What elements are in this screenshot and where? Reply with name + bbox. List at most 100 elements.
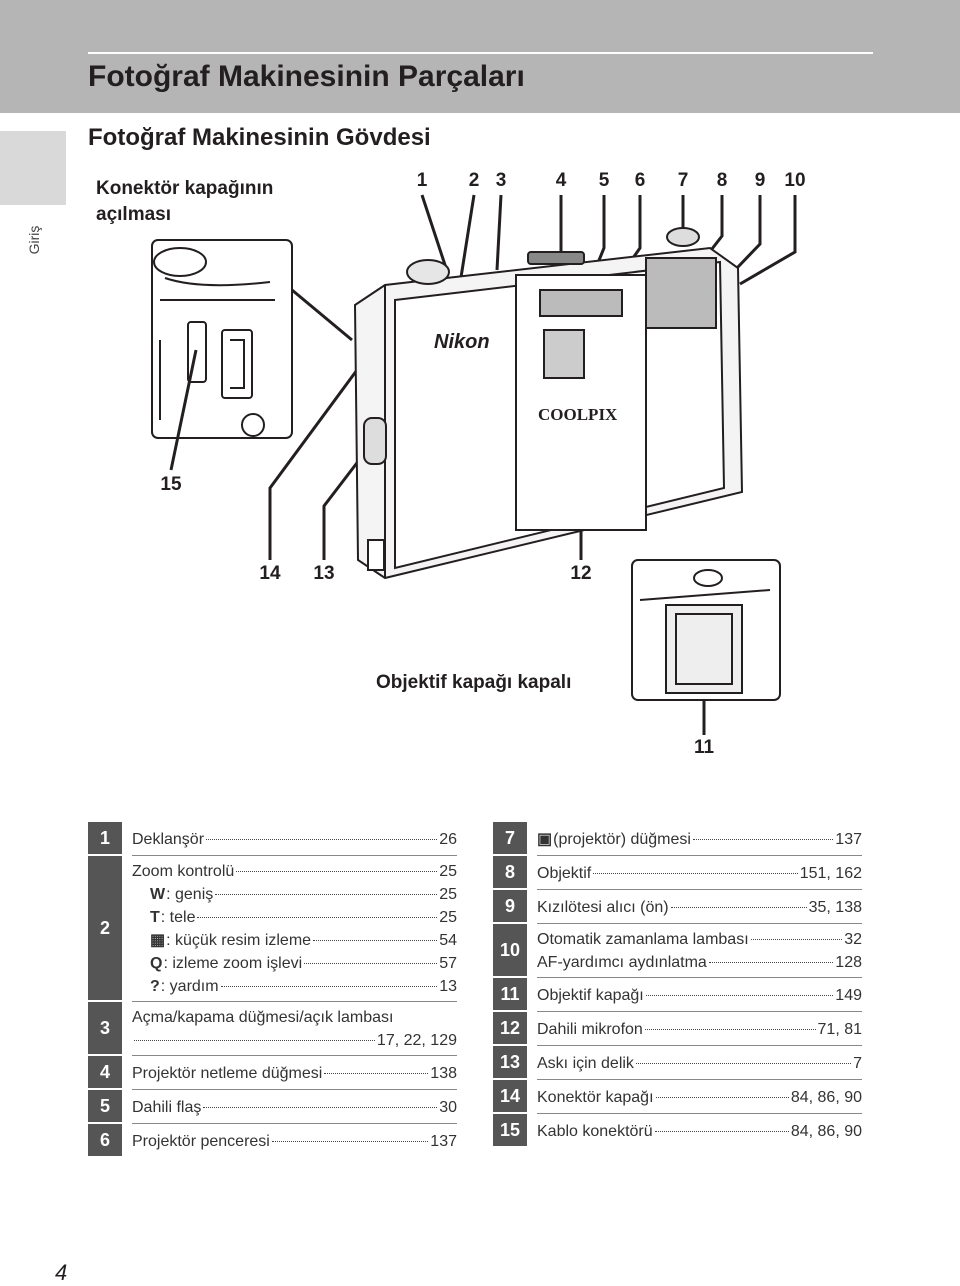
page-reference: 54 (439, 932, 457, 949)
camera-body (353, 227, 744, 580)
leader-dots (203, 1106, 438, 1108)
callout-8: 8 (716, 170, 728, 191)
brand-logo: Nikon (434, 331, 490, 353)
page-reference: 149 (835, 986, 862, 1004)
item-label: Kızılötesi alıcı (ön) (537, 898, 669, 916)
row-divider (537, 977, 862, 978)
item-line: 17, 22, 129 (132, 1029, 457, 1052)
callout-7: 7 (677, 170, 689, 191)
item-number-badge: 6 (88, 1124, 122, 1156)
mode-glyph-icon: Q (150, 955, 163, 972)
row-divider (537, 1113, 862, 1114)
mode-glyph-icon: ▦ (150, 932, 166, 949)
page-reference: 13 (439, 978, 457, 995)
item-label: Otomatik zamanlama lambası (537, 931, 749, 948)
mode-glyph-icon: ? (150, 978, 160, 995)
row-divider (537, 889, 862, 890)
header-rule (88, 52, 873, 54)
callout-12: 12 (570, 563, 592, 584)
mode-glyph-icon: W (150, 886, 166, 903)
callout-13: 13 (313, 563, 335, 584)
page-reference: 84, 86, 90 (790, 1088, 862, 1106)
item-label: : küçük resim izleme (166, 932, 312, 949)
callout-15: 15 (160, 474, 182, 495)
row-divider (132, 1001, 457, 1002)
leader-dots (206, 838, 438, 840)
callout-5: 5 (598, 170, 610, 191)
leader-dots (645, 994, 834, 996)
leader-dots (134, 1040, 375, 1041)
item-number-badge: 15 (493, 1114, 527, 1146)
item-label: Projektör penceresi (132, 1132, 270, 1150)
callout-11: 11 (693, 737, 715, 758)
item-number-badge: 1 (88, 822, 122, 854)
page-reference: 25 (439, 909, 457, 926)
item-number-badge: 9 (493, 890, 527, 922)
connector-open-caption: Konektör kapağının açılması (96, 178, 274, 225)
leader-dots (220, 986, 438, 987)
item-label: Objektif kapağı (537, 986, 644, 1004)
callout-1: 1 (416, 170, 428, 191)
leader-dots (593, 872, 798, 874)
item-label: : tele (160, 909, 196, 926)
item-number-badge: 2 (88, 856, 122, 1000)
lens-cover-caption: Objektif kapağı kapalı (376, 672, 572, 693)
leader-dots (670, 906, 807, 908)
leader-dots (271, 1140, 429, 1142)
item-line: Kızılötesi alıcı (ön) 35, 138 (537, 896, 862, 919)
item-label: (projektör) düğmesi (553, 830, 691, 848)
row-divider (537, 855, 862, 856)
row-divider (537, 1045, 862, 1046)
leader-dots (304, 963, 438, 964)
leader-dots (215, 894, 438, 895)
callout-6: 6 (634, 170, 646, 191)
item-label: Dahili mikrofon (537, 1020, 643, 1038)
item-number-badge: 7 (493, 822, 527, 854)
page-reference: 151, 162 (799, 864, 862, 882)
item-line: ?: yardım 13 (150, 975, 457, 998)
lens-cover-inset (631, 559, 781, 701)
item-number-badge: 5 (88, 1090, 122, 1122)
item-label: AF-yardımcı aydınlatma (537, 954, 707, 971)
item-line: Objektif kapağı 149 (537, 984, 862, 1007)
row-divider (132, 1055, 457, 1056)
page-title: Fotoğraf Makinesinin Parçaları (88, 60, 525, 93)
item-label: Objektif (537, 864, 592, 882)
callout-10: 10 (784, 170, 806, 191)
item-label: : izleme zoom işlevi (163, 955, 303, 972)
leader-dots (692, 838, 834, 840)
leader-dots (236, 871, 438, 872)
page-reference: 26 (439, 830, 457, 848)
row-divider (132, 1123, 457, 1124)
leader-dots (654, 1130, 789, 1132)
callout-9: 9 (754, 170, 766, 191)
page-reference: 7 (853, 1054, 862, 1072)
leader-dots (313, 940, 438, 941)
row-divider (537, 1011, 862, 1012)
leader-dots (708, 962, 834, 963)
item-label: : yardım (160, 978, 219, 995)
leader-dots (655, 1096, 789, 1098)
mode-glyph-icon: ▣ (537, 830, 553, 848)
item-line: Açma/kapama düğmesi/açık lambası (132, 1006, 457, 1029)
leader-dots (197, 917, 438, 918)
item-label: Zoom kontrolü (132, 863, 235, 880)
item-number-badge: 8 (493, 856, 527, 888)
item-label: Kablo konektörü (537, 1122, 653, 1140)
page-reference: 138 (430, 1064, 457, 1082)
item-number-badge: 13 (493, 1046, 527, 1078)
page-reference: 35, 138 (808, 898, 862, 916)
callout-14: 14 (259, 563, 281, 584)
item-number-badge: 3 (88, 1002, 122, 1054)
row-divider (132, 855, 457, 856)
page-reference: 25 (439, 886, 457, 903)
page-number: 4 (55, 1260, 68, 1285)
row-divider (537, 1079, 862, 1080)
